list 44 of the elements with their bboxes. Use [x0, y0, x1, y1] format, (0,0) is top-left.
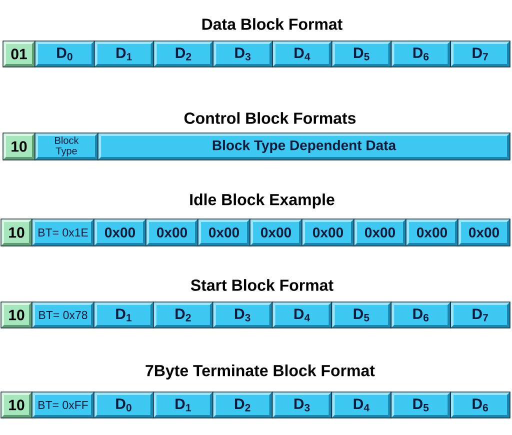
data-byte-box: 0x00	[94, 218, 146, 246]
data-byte-box: D$_{6}$	[450, 392, 510, 418]
block-type-box: BT= 0x1E	[32, 218, 94, 246]
data-byte-box: D$_{1}$	[94, 40, 154, 68]
data-byte-box: D$_{3}$	[272, 392, 332, 418]
block-type-box: Block Type	[34, 132, 98, 160]
block-type-box: BT= 0xFF	[32, 392, 94, 418]
format-heading: Data Block Format	[202, 18, 342, 30]
data-byte-box: 0x00	[146, 218, 198, 246]
block-type-box: BT= 0x78	[32, 302, 94, 328]
data-byte-box: 0x00	[354, 218, 406, 246]
header-box: 10	[0, 218, 32, 246]
data-byte-box: D$_{2}$	[212, 392, 273, 418]
data-byte-box: D$_{7}$	[450, 302, 510, 328]
data-byte-box: D$_{6}$	[390, 302, 451, 328]
data-byte-box: D$_{1}$	[153, 392, 214, 418]
data-byte-box: D$_{0}$	[94, 392, 154, 418]
data-byte-box: D$_{4}$	[272, 302, 332, 328]
data-byte-box: 0x00	[250, 218, 302, 246]
data-byte-box: D$_{4}$	[272, 40, 332, 68]
data-byte-box: D$_{3}$	[212, 40, 273, 68]
format-heading: 7Byte Terminate Block Format	[146, 364, 375, 380]
data-byte-box: D$_{2}$	[153, 302, 214, 328]
data-byte-box: D$_{4}$	[331, 392, 392, 418]
data-byte-box: 0x00	[406, 218, 458, 246]
data-byte-box: D$_{5}$	[331, 40, 392, 68]
data-byte-box: D$_{3}$	[212, 302, 273, 328]
format-heading: Idle Block Example	[190, 194, 334, 208]
data-byte-box: D$_{7}$	[450, 40, 510, 68]
header-box: 10	[2, 132, 36, 160]
header-box: 01	[2, 40, 36, 68]
header-box: 10	[0, 392, 32, 418]
data-byte-box: 0x00	[458, 218, 510, 246]
format-heading: Control Block Formats	[184, 112, 356, 124]
data-byte-box: 0x00	[198, 218, 250, 246]
data-byte-box: D$_{1}$	[94, 302, 154, 328]
data-byte-box: D$_{6}$	[390, 40, 452, 68]
data-byte-box: 0x00	[302, 218, 354, 246]
data-byte-box: D$_{2}$	[153, 40, 214, 68]
header-box: 10	[0, 302, 32, 328]
data-byte-box: D$_{5}$	[331, 302, 392, 328]
data-byte-box: D$_{5}$	[390, 392, 451, 418]
data-byte-box: D$_{0}$	[34, 40, 95, 68]
format-heading: Start Block Format	[190, 279, 334, 291]
